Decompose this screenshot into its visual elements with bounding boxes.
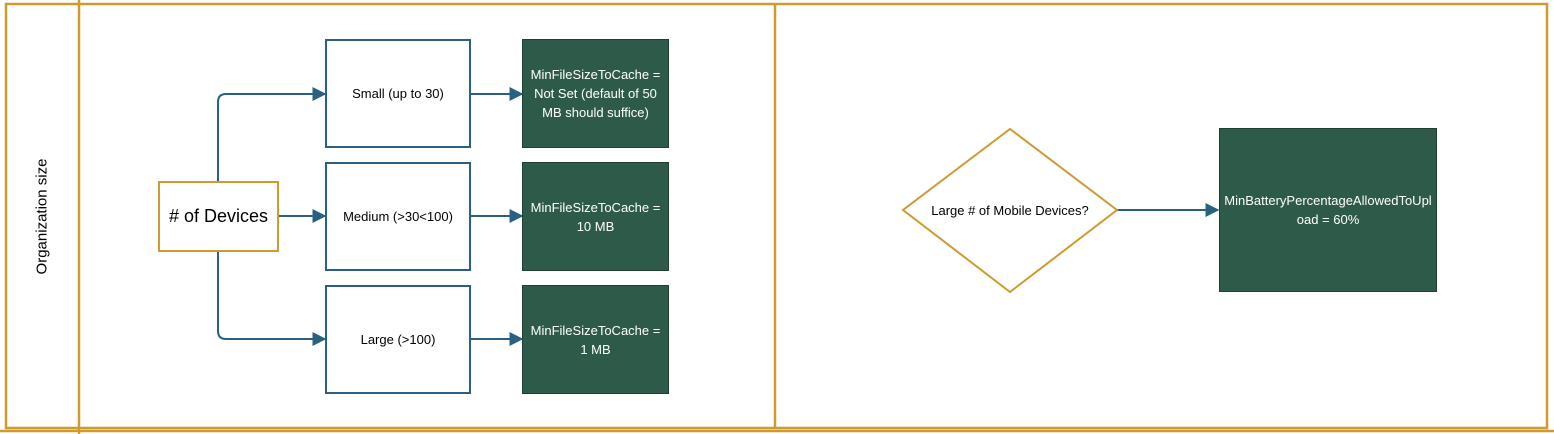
connector-devices-to-small [217, 87, 327, 181]
devices-node: # of Devices [158, 181, 279, 252]
size-node-small: Small (up to 30) [325, 39, 471, 148]
connectors [217, 87, 1220, 346]
setting-node-medium: MinFileSizeToCache = 10 MB [522, 162, 669, 271]
decision-diamond [901, 127, 1119, 294]
swimlane-outer-border [4, 2, 1549, 430]
result-node: MinBatteryPercentageAllowedToUpload = 60… [1219, 128, 1437, 292]
size-node-large: Large (>100) [325, 285, 471, 394]
setting-node-small: MinFileSizeToCache = Not Set (default of… [522, 39, 669, 148]
swimlane-header: Organization size [6, 4, 78, 428]
connector-devices-to-large [217, 252, 327, 346]
decision-label: Large # of Mobile Devices? [931, 203, 1089, 218]
size-node-medium: Medium (>30<100) [325, 162, 471, 271]
setting-node-large: MinFileSizeToCache = 1 MB [522, 285, 669, 394]
swimlane-label: Organization size [33, 158, 51, 274]
